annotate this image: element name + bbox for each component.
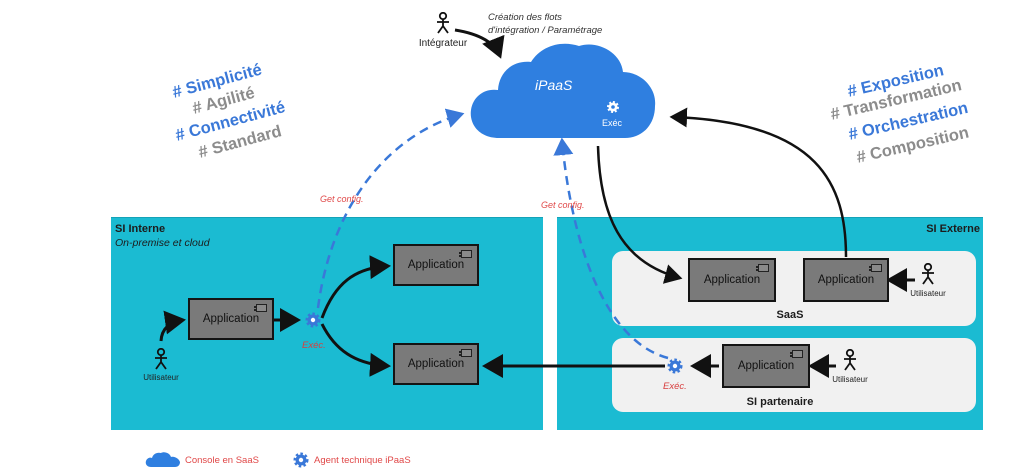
component-icon (790, 350, 803, 358)
legend-cloud-label: Console en SaaS (185, 455, 259, 466)
cloud-exec-label: Exéc (602, 118, 623, 128)
app-interne-bottom[interactable]: Application (393, 343, 479, 385)
user-to-app-arrow (159, 310, 186, 342)
app-saas-right[interactable]: Application (803, 258, 889, 302)
app-interne-main[interactable]: Application (188, 298, 274, 340)
legend-cloud-icon (145, 452, 181, 468)
component-icon (459, 250, 472, 258)
si-interne-title: SI Interne (115, 223, 166, 235)
user-partner-icon (842, 348, 858, 371)
app-interne-top[interactable]: Application (393, 244, 479, 286)
app-partner[interactable]: Application (722, 344, 810, 388)
ipaas-title: iPaaS (535, 77, 573, 93)
component-icon (254, 304, 267, 312)
component-icon (459, 349, 472, 357)
saas-label: SaaS (776, 309, 804, 321)
integrator-arrow (454, 28, 505, 59)
user-interne-icon (153, 347, 169, 370)
legend-agent-gear-icon (292, 451, 310, 469)
saas-to-cloud-arrow (669, 107, 848, 258)
get-config-left-line (316, 108, 465, 309)
user-saas-icon (920, 262, 936, 285)
exec-interne-label: Exéc. (302, 340, 326, 351)
user-partner-label: Utilisateur (832, 375, 868, 384)
get-config-left-label: Get config. (320, 194, 364, 204)
app-saas-left[interactable]: Application (688, 258, 776, 302)
saas-panel (612, 251, 976, 326)
integrator-actor-icon (435, 11, 451, 34)
component-icon (756, 264, 769, 272)
get-config-right-line (553, 137, 669, 360)
user-saas-label: Utilisateur (910, 289, 946, 298)
partner-agent-gear-icon (666, 357, 684, 375)
get-config-right-label: Get config. (541, 200, 585, 210)
agent-gear-icon (304, 311, 322, 329)
integrator-note-1: Création des flots (488, 12, 562, 23)
cloud-to-saas-arrow (596, 145, 683, 284)
exec-to-app-bottom-arrow (320, 323, 391, 377)
gear-icon (606, 100, 620, 114)
exec-partner-label: Exéc. (663, 381, 687, 392)
integrator-label: Intégrateur (418, 38, 468, 49)
partner-label: SI partenaire (746, 396, 814, 408)
legend-agent-label: Agent technique iPaaS (314, 455, 411, 466)
user-interne-label: Utilisateur (143, 373, 179, 382)
ipaas-cloud (470, 43, 656, 139)
component-icon (869, 264, 882, 272)
si-interne-subtitle: On-premise et cloud (115, 237, 210, 249)
exec-to-app-top-arrow (320, 255, 391, 319)
integrator-note-2: d'intégration / Paramétrage (488, 25, 603, 36)
si-externe-title: SI Externe (926, 223, 980, 235)
